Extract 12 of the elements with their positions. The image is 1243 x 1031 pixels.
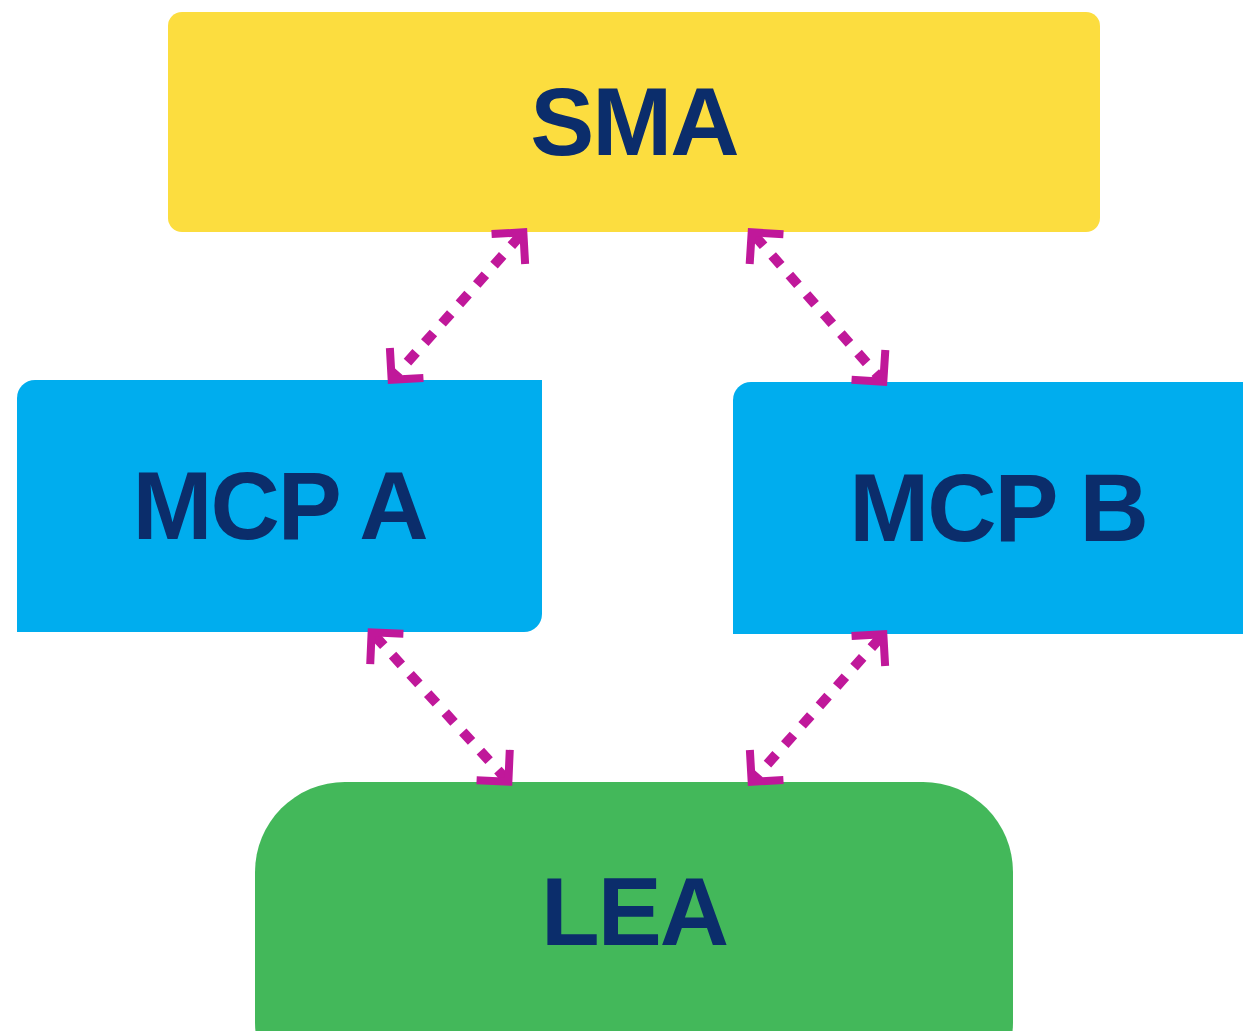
node-label: LEA [541, 864, 727, 960]
process-box [255, 782, 1013, 1031]
process-box [168, 12, 1100, 232]
dotted-double-arrow [745, 630, 890, 786]
dotted-double-arrow [366, 628, 514, 786]
node-label: MCP A [132, 458, 427, 554]
dotted-double-arrow [385, 228, 530, 384]
process-box [733, 382, 1243, 634]
process-box [17, 380, 542, 632]
dotted-double-arrow [745, 228, 890, 386]
node-label: SMA [530, 74, 738, 170]
node-label: MCP B [849, 460, 1147, 556]
